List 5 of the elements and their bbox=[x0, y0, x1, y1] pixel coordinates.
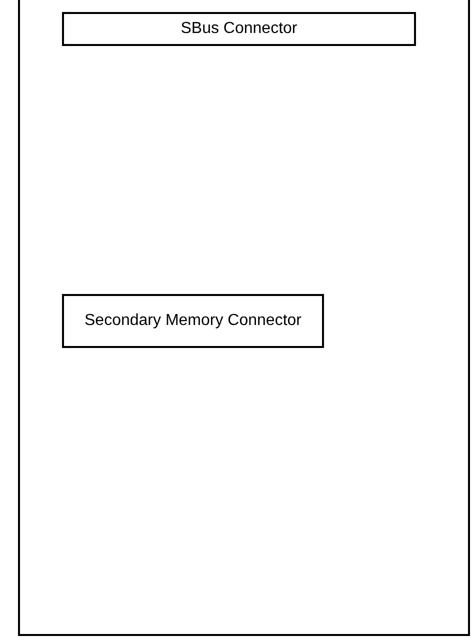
connector-label: SBus Connector bbox=[180, 20, 298, 38]
connector-box bbox=[62, 12, 416, 46]
connector-label: Secondary Memory Connector bbox=[84, 312, 302, 330]
connector-box bbox=[62, 294, 324, 348]
circuit-board-outline bbox=[18, 0, 470, 636]
